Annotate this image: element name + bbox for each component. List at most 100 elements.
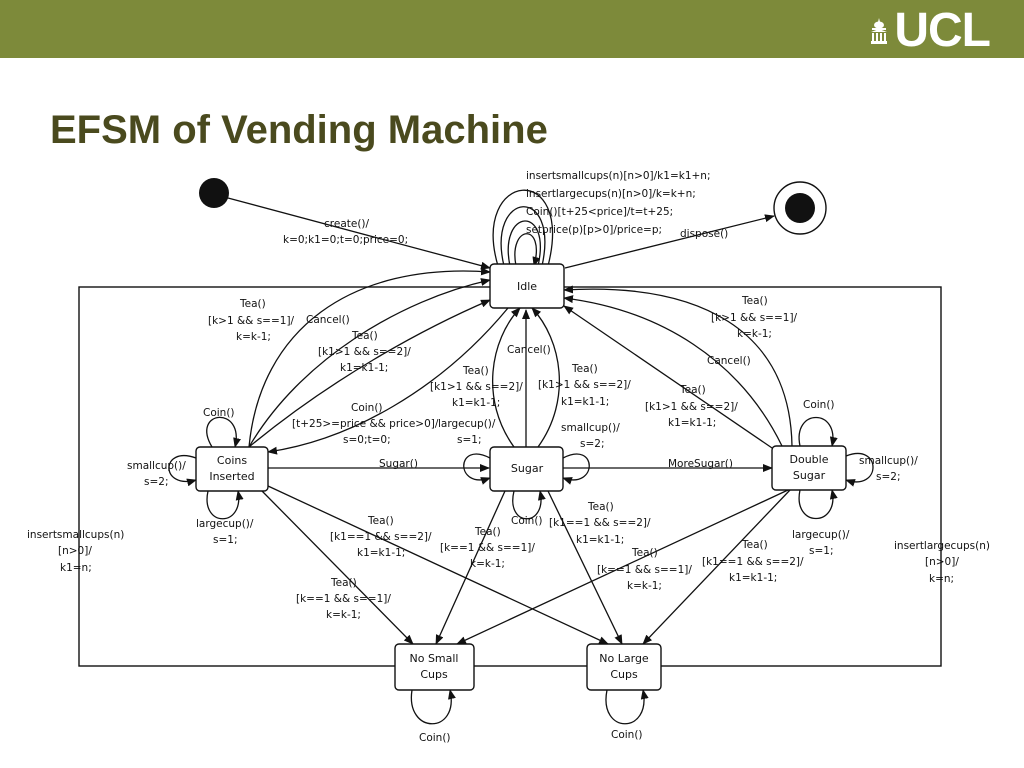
label-ci-largecup-2: s=1; (213, 534, 238, 546)
label-nlc-to-idle-2: [n>0]/ (925, 556, 959, 568)
label-sugar-to-nsc-3: k=k-1; (470, 558, 505, 570)
label-ds-to-nlc-1: Tea() (741, 539, 768, 551)
edge-sugar-to-nlc (547, 490, 623, 645)
label-ds-to-nsc-2: [k==1 && s==1]/ (597, 564, 692, 576)
label-dispose: dispose() (680, 228, 728, 240)
label-sugar-smallcup-2: s=2; (580, 438, 605, 450)
edge-idle-self-4 (514, 233, 541, 267)
edge-ds-largecup-self (798, 489, 838, 520)
label-nsc-to-idle-3: k1=n; (60, 562, 92, 574)
label-ci-tea-k1-2: [k1>1 && s==2]/ (318, 346, 411, 358)
label-sugar-tea-right-2: [k1>1 && s==2]/ (538, 379, 631, 391)
edge-ci-to-nsc (261, 490, 414, 645)
edge-dispose (564, 214, 775, 269)
edge-sugar-smallcup-self (562, 453, 590, 485)
label-ds-to-nsc-1: Tea() (631, 547, 658, 559)
label-ci-to-nlc-1: Tea() (330, 577, 357, 589)
label-sugar-cancel: Cancel() (507, 344, 551, 356)
state-idle: Idle (489, 263, 565, 309)
label-nsc-coin-self: Coin() (419, 732, 451, 744)
label-ci-tea-k-2: [k>1 && s==1]/ (208, 315, 295, 327)
edge-ci-smallcup-self (168, 455, 197, 487)
edge-nsc-coin-self (410, 689, 456, 725)
label-idle-to-ci-1: Coin() (351, 402, 383, 414)
label-idle-self-3: Coin()[t+25<price]/t=t+25; (526, 206, 673, 218)
edge-ci-tea-k (248, 267, 491, 448)
label-sugar-moresugar: MoreSugar() (668, 458, 733, 470)
label-ci-smallcup-1: smallcup()/ (127, 460, 186, 472)
label-sugar-largecup-2: s=1; (457, 434, 482, 446)
state-double-sugar-label-1: Double (790, 453, 829, 466)
edge-create (227, 197, 491, 270)
label-ds-tea-k-1: Tea() (741, 295, 768, 307)
logo-text: UCL (894, 4, 991, 57)
label-idle-self-4: setprice(p)[p>0]/price=p; (526, 224, 662, 236)
edge-ds-tea-k1 (563, 305, 776, 451)
final-node-inner (785, 193, 815, 223)
label-ci-tea-k1-3: k1=k1-1; (340, 362, 388, 374)
label-sugar-to-nsc-2: [k==1 && s==1]/ (440, 542, 535, 554)
edge-ci-coin-self (206, 416, 241, 448)
label-ds-tea-k-3: k=k-1; (737, 328, 772, 340)
transitions (168, 189, 874, 725)
label-nlc-to-idle-1: insertlargecups(n) (894, 540, 990, 552)
edge-ci-cancel (248, 278, 491, 448)
label-ds-tea-k-2: [k>1 && s==1]/ (711, 312, 798, 324)
label-ci-smallcup-2: s=2; (144, 476, 169, 488)
transition-labels: create()/ k=0;k1=0;t=0;price=0; dispose(… (27, 170, 990, 744)
label-idle-self-1: insertsmallcups(n)[n>0]/k1=k1+n; (526, 170, 711, 182)
edge-ci-tea-k1 (248, 299, 491, 448)
edge-ci-to-nlc (267, 485, 609, 645)
label-ds-cancel: Cancel() (707, 355, 751, 367)
label-ds-to-nlc-2: [k1==1 && s==2]/ (702, 556, 804, 568)
edge-ds-tea-k (563, 285, 793, 447)
initial-node (199, 178, 229, 208)
edge-sugar-tea-left (492, 307, 521, 448)
label-ci-coin-self: Coin() (203, 407, 235, 419)
label-ci-tea-k1-1: Tea() (351, 330, 378, 342)
label-sugar-tea-left-1: Tea() (462, 365, 489, 377)
edge-nlc-coin-self (605, 689, 649, 725)
label-ds-tea-k1-3: k1=k1-1; (668, 417, 716, 429)
label-ci-to-nsc-1: Tea() (367, 515, 394, 527)
label-nsc-to-idle-1: insertsmallcups(n) (27, 529, 124, 541)
edge-ds-to-nsc (456, 489, 789, 645)
edge-ds-smallcup-self (845, 453, 874, 487)
edge-sugar-coin-self (512, 490, 546, 520)
label-nsc-to-idle-2: [n>0]/ (58, 545, 92, 557)
label-ds-to-nsc-3: k=k-1; (627, 580, 662, 592)
label-sugar-tea-right-1: Tea() (571, 363, 598, 375)
university-portico-icon (871, 18, 888, 44)
label-nlc-coin-self: Coin() (611, 729, 643, 741)
slide-title: EFSM of Vending Machine (50, 108, 548, 152)
label-ds-smallcup-2: s=2; (876, 471, 901, 483)
ucl-logo: UCL (870, 4, 991, 57)
state-idle-label: Idle (517, 280, 537, 293)
label-sugar-largecup-1: largecup()/ (438, 418, 496, 430)
edge-ds-cancel (563, 295, 783, 447)
label-ci-to-nlc-3: k=k-1; (326, 609, 361, 621)
label-ci-to-nsc-2: [k1==1 && s==2]/ (330, 531, 432, 543)
label-ci-sugar: Sugar() (379, 458, 418, 470)
label-ci-cancel: Cancel() (306, 314, 350, 326)
state-double-sugar-label-2: Sugar (793, 469, 826, 482)
edge-ci-largecup-self (206, 490, 244, 520)
label-ds-tea-k1-2: [k1>1 && s==2]/ (645, 401, 738, 413)
header-bar: UCL (0, 0, 1024, 58)
label-nlc-to-idle-3: k=n; (929, 573, 954, 585)
state-sugar-label: Sugar (511, 462, 544, 475)
state-sugar: Sugar (489, 446, 564, 492)
state-no-small-cups-label-1: No Small (409, 652, 458, 665)
edge-sugar-tea-right (531, 307, 560, 448)
state-no-large-cups-label-1: No Large (599, 652, 649, 665)
label-ds-largecup-1: largecup()/ (792, 529, 850, 541)
label-ds-largecup-2: s=1; (809, 545, 834, 557)
edge-sugar-largecup-self (463, 453, 491, 485)
label-create-1: create()/ (324, 218, 370, 230)
label-idle-self-2: insertlargecups(n)[n>0]/k=k+n; (526, 188, 696, 200)
edge-ds-to-nlc (642, 489, 791, 645)
label-sugar-tea-right-3: k1=k1-1; (561, 396, 609, 408)
edge-idle-to-ci (267, 307, 509, 455)
label-sugar-tea-left-3: k1=k1-1; (452, 397, 500, 409)
